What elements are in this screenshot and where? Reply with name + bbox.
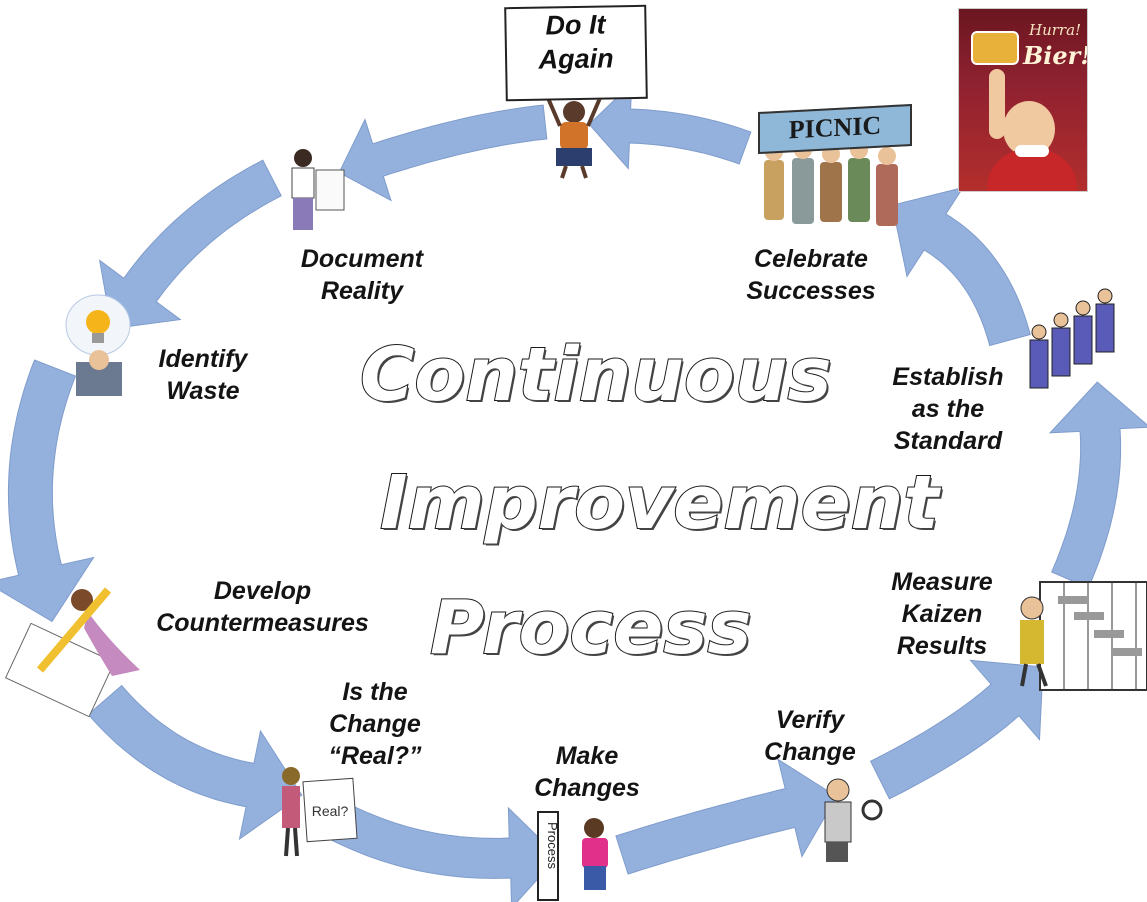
measure-results-line-3: Results	[896, 632, 988, 660]
label-identify-waste: Identify Waste	[138, 343, 268, 407]
cycle-arrow	[1048, 381, 1147, 589]
establish-standard-line-2: as the	[911, 395, 985, 423]
label-celebrate-successes: Celebrate Successes	[720, 243, 902, 307]
make-changes-line-2: Changes	[534, 774, 640, 802]
cycle-arrow	[338, 104, 548, 202]
do-it-again-figure	[546, 97, 602, 179]
poster-collar	[1015, 145, 1049, 157]
poster-script: Hurra!	[1029, 21, 1082, 39]
make-changes-line-1: Make	[555, 742, 619, 770]
cycle-arrow	[98, 159, 282, 330]
identify-waste-figure	[65, 294, 131, 396]
cycle-arrow	[891, 186, 1031, 347]
identify-waste-line-2: Waste	[166, 377, 240, 405]
label-measure-results: Measure Kaizen Results	[872, 566, 1012, 662]
title-line-1: Continuous	[359, 331, 833, 419]
is-change-real-figure: Real?	[282, 767, 358, 857]
develop-countermeasures-line-1: Develop	[213, 577, 312, 605]
verify-change-figure	[824, 778, 883, 862]
cycle-arrow	[869, 659, 1044, 800]
verify-change-line-1: Verify	[775, 706, 845, 734]
do-it-again-sign: Do It Again	[504, 4, 648, 102]
is-change-real-line-1: Is the	[342, 678, 408, 706]
cycle-arrow	[330, 803, 559, 902]
measure-results-line-2: Kaizen	[901, 600, 983, 628]
picnic-banner: PICNIC	[758, 103, 912, 155]
document-reality-figure	[291, 149, 345, 230]
establish-standard-line-1: Establish	[892, 363, 1004, 391]
cycle-arrow	[87, 684, 303, 841]
develop-countermeasures-figure	[4, 587, 140, 718]
poster-arm	[989, 69, 1005, 139]
verify-change-line-2: Change	[764, 738, 856, 766]
celebrate-successes-line-2: Successes	[746, 277, 876, 305]
label-develop-countermeasures: Develop Countermeasures	[130, 575, 395, 639]
label-document-reality: Document Reality	[272, 243, 452, 307]
document-reality-line-2: Reality	[321, 277, 403, 305]
process-sign-text: Process	[545, 822, 560, 869]
measure-results-figure	[1020, 581, 1147, 691]
picnic-banner-text: PICNIC	[788, 110, 882, 145]
poster-word: Bier!	[1023, 41, 1088, 70]
cycle-arrow	[588, 82, 752, 170]
develop-countermeasures-line-2: Countermeasures	[156, 609, 369, 637]
cycle-arrows	[0, 82, 1147, 902]
cycle-arrow	[0, 359, 95, 623]
establish-standard-figures	[1029, 288, 1115, 389]
label-verify-change: Verify Change	[745, 704, 875, 768]
establish-standard-line-3: Standard	[893, 427, 1003, 455]
do-it-again-line-2: Again	[538, 43, 614, 75]
beer-mugs	[971, 31, 1019, 65]
do-it-again-line-1: Do It	[545, 9, 606, 41]
identify-waste-line-1: Identify	[158, 345, 248, 373]
beer-poster-image: Hurra! Bier!	[958, 8, 1088, 192]
title-line-2: Improvement	[379, 459, 940, 547]
real-sign-text: Real?	[312, 803, 349, 819]
measure-results-line-1: Measure	[891, 568, 993, 596]
cycle-arrow	[615, 758, 838, 875]
make-changes-figure: Process	[537, 811, 608, 901]
celebrate-successes-line-1: Celebrate	[754, 245, 868, 273]
label-establish-standard: Establish as the Standard	[878, 361, 1018, 457]
title-line-3: Process	[429, 584, 752, 672]
document-reality-line-1: Document	[300, 245, 424, 273]
is-change-real-line-3: “Real?”	[328, 742, 422, 770]
celebrate-picnic-figures	[764, 141, 898, 226]
label-is-change-real: Is the Change “Real?”	[300, 676, 450, 772]
is-change-real-line-2: Change	[329, 710, 421, 738]
label-make-changes: Make Changes	[512, 740, 662, 804]
